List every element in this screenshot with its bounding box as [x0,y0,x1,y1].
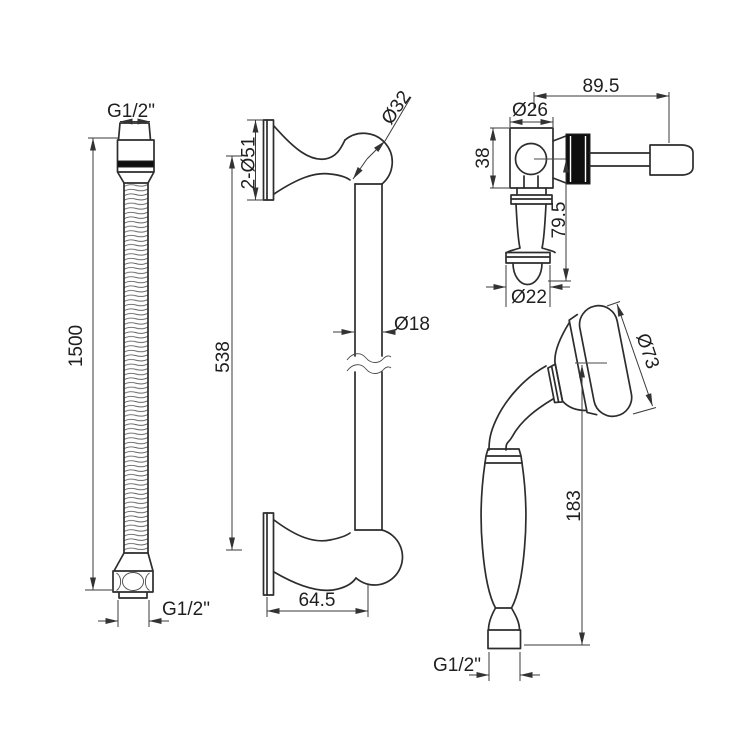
shower-hose-drawing: G1/2" 1500 G1/2" [66,101,210,627]
dim-rail-tube-dia: Ø18 [394,314,430,335]
slide-rail-drawing: 2-Ø51 Ø32 538 Ø18 64.5 [213,87,430,617]
holder-lever-grip [649,144,694,176]
dim-hose-thread-bottom: G1/2" [162,599,210,620]
dim-rail-length: 538 [213,341,234,373]
dim-hose-length: 1500 [66,325,87,367]
rail-dimensions: 2-Ø51 Ø32 538 Ø18 64.5 [213,87,430,617]
handset-handle [480,448,527,650]
rail-top-bracket [262,119,394,201]
rail-break-symbol [346,353,392,363]
rail-bottom-knob [355,529,404,586]
handset-head [547,304,633,418]
handset-holder-drawing: 89.5 Ø26 38 79.5 Ø22 [473,76,694,308]
dim-hose-thread-top: G1/2" [107,101,155,122]
dim-holder-reach: 89.5 [583,76,620,97]
handset-drawing: Ø73 183 G1/2" [433,301,663,681]
nut-facet-center [122,572,144,591]
nut-facet-sides [116,572,150,591]
holder-lock-ring [565,133,591,185]
dim-rail-wall-offset: 64.5 [299,590,336,611]
handset-dimensions: Ø73 183 G1/2" [433,301,663,681]
handset-neck [488,365,554,451]
hose-bottom-nut [112,552,154,599]
hose-dimensions: G1/2" 1500 G1/2" [66,101,210,627]
dim-holder-body-height: 38 [473,147,494,168]
dim-handset-head-dia: Ø73 [631,331,663,372]
dim-rail-knob-dia: Ø32 [378,87,416,128]
hose-flexible-tube [123,182,149,554]
dim-holder-body-dia: Ø26 [512,100,548,121]
dim-handset-length: 183 [564,490,585,522]
rail-top-flange [262,119,275,201]
dim-holder-grip-dia: Ø22 [511,287,547,308]
holder-handle-column [505,187,556,286]
rail-top-knob [344,132,394,185]
rail-bottom-bracket [262,512,404,596]
rail-tube [346,183,392,531]
dim-rail-flange: 2-Ø51 [239,137,260,190]
dim-holder-grip-length: 79.5 [549,202,570,239]
dim-handset-thread: G1/2" [433,655,481,676]
rail-bottom-flange [262,512,275,596]
hose-connector-seal-band [117,160,155,168]
holder-lever-rod [589,152,651,167]
holder-dimensions: 89.5 Ø26 38 79.5 Ø22 [473,76,670,308]
hose-top-connector [116,122,155,184]
